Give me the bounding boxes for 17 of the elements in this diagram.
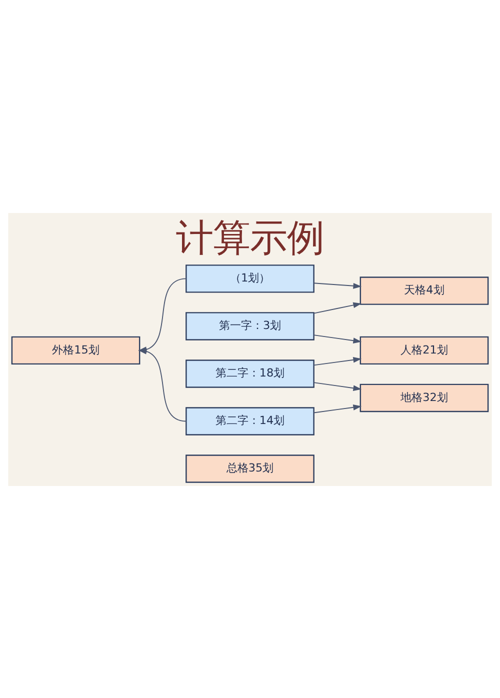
arrow <box>313 334 362 343</box>
arrow <box>313 302 362 314</box>
node-box: 第二字：14划 <box>186 406 314 435</box>
node-box: 外格15划 <box>11 336 140 364</box>
node-box: 第一字：3划 <box>186 312 314 340</box>
arrow <box>313 404 362 413</box>
arrow <box>313 356 362 366</box>
node-box: 地格32划 <box>360 383 489 412</box>
node-box: （1划） <box>186 264 314 292</box>
node-box: 第二字：18划 <box>186 359 314 388</box>
arrow <box>138 348 187 422</box>
node-box: 人格21划 <box>360 336 489 364</box>
diagram-title: 计算示例 <box>176 214 324 259</box>
arrow <box>313 382 362 391</box>
arrow <box>313 282 362 288</box>
node-box: 总格35划 <box>186 454 314 482</box>
node-box: 天格4划 <box>360 276 489 304</box>
